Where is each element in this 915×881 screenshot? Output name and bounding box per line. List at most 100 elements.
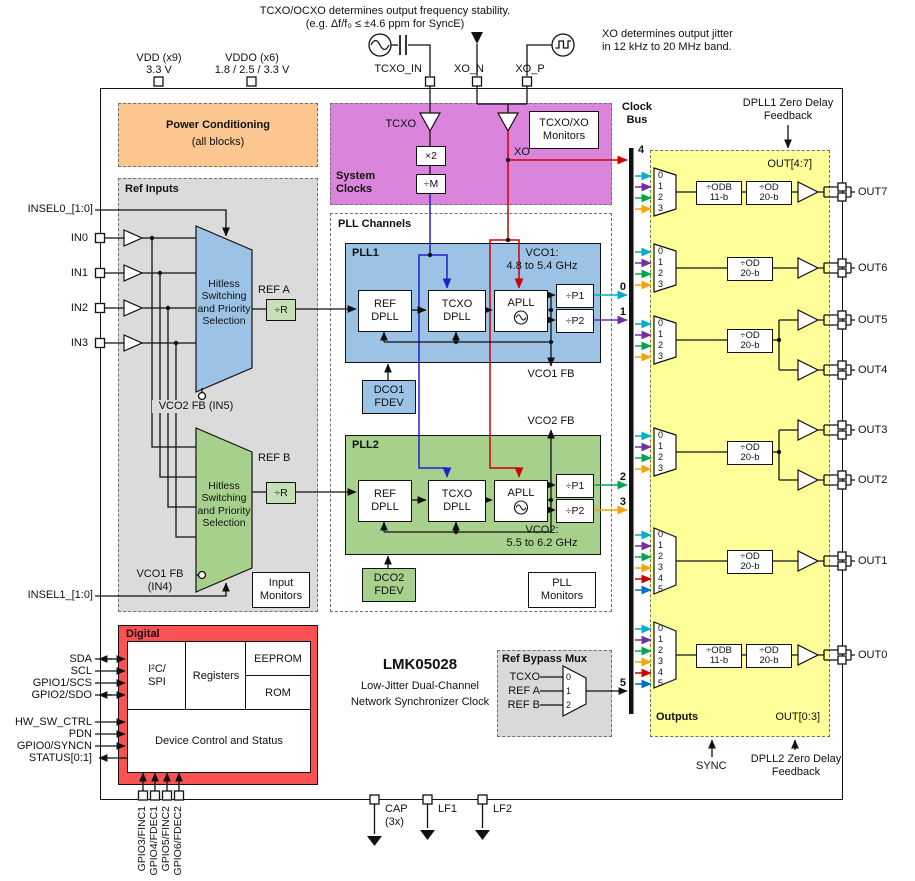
- in3-pin: [94, 337, 106, 349]
- vddo-voltage: 1.8 / 2.5 / 3.3 V: [214, 64, 290, 76]
- rom-box: ROM: [245, 675, 311, 711]
- pll1-apll-box: APLL: [494, 290, 548, 332]
- xo-p-pin: [521, 76, 533, 87]
- mux-port-label: 0: [658, 623, 664, 633]
- mux-port-label: 2: [658, 268, 664, 278]
- xo-n-label: XO_N: [454, 63, 484, 75]
- output-wiring: [635, 167, 855, 689]
- i2c-spi-box: I²C/SPI: [127, 641, 187, 711]
- gpio5-finc2-label: GPIO5/FINC2: [160, 806, 172, 872]
- outputs-title: Outputs: [656, 711, 699, 723]
- vdd-voltage: 3.3 V: [146, 64, 172, 76]
- bus-tap-4: 4: [638, 144, 645, 156]
- sync-label: SYNC: [696, 760, 727, 772]
- eeprom-box: EEPROM: [245, 641, 311, 677]
- cap-count-label: (3x): [385, 816, 404, 828]
- ref-mux1-shape: [195, 225, 253, 393]
- hw-sw-ctrl-label: HW_SW_CTRL: [14, 716, 92, 728]
- apll-sine-icon: [513, 310, 529, 325]
- vco1-fb-label: VCO1 FB: [527, 368, 575, 380]
- mux-port-label: 3: [658, 351, 664, 361]
- in1-pin: [94, 267, 106, 279]
- device-subtitle-1: Low-Jitter Dual-Channel: [361, 680, 479, 692]
- pll1-vco-range: VCO1:4.8 to 5.4 GHz: [506, 247, 578, 272]
- lf2-label: LF2: [493, 803, 512, 815]
- tcxo-note: TCXO/OCXO determines output frequency st…: [259, 5, 511, 30]
- in1-label: IN1: [70, 267, 88, 279]
- annotation-wiring: [708, 125, 799, 757]
- vdd-pin: [153, 76, 164, 87]
- ground-symbol: [475, 830, 490, 840]
- bus-tap-0: 0: [619, 281, 626, 293]
- mux-port-label: 2: [658, 192, 664, 202]
- mux-port-label: 0: [658, 529, 664, 539]
- pll2-wiring: [380, 429, 628, 568]
- mux-port-label: 2: [658, 340, 664, 350]
- x2-divider-box: ×2: [416, 146, 446, 166]
- xo-label: XO: [514, 146, 530, 158]
- power-conditioning-block: [118, 103, 318, 167]
- gpio6-pin: [173, 790, 185, 801]
- mux-port-label: 0: [658, 318, 664, 328]
- top-wiring: [153, 32, 575, 87]
- pll1-p1-divider-box: ÷P1: [556, 284, 594, 308]
- tcxo-label: TCXO: [385, 118, 416, 130]
- vco2-fb-pll-label: VCO2 FB: [527, 415, 575, 427]
- mux-port-label: 0: [658, 170, 664, 180]
- apll-sine-icon: [513, 500, 529, 515]
- out03-label: OUT[0:3]: [775, 711, 820, 723]
- pll2-p1-divider-box: ÷P1: [556, 474, 594, 498]
- mux-port-label: 3: [658, 656, 664, 666]
- out3-label: OUT3: [858, 424, 888, 436]
- digital-wiring: [95, 655, 185, 801]
- clock-bus-bar: [629, 148, 634, 714]
- mux-port-label: 1: [658, 329, 664, 339]
- out7-buffer: [797, 181, 820, 203]
- mux-port-label: 3: [658, 203, 664, 213]
- cap-pin: [369, 794, 380, 805]
- gpio5-pin: [161, 790, 173, 801]
- bus-tap-2: 2: [619, 471, 626, 483]
- tcxo-buffer-triangle: [418, 112, 442, 133]
- mux-port-label: 5: [658, 584, 664, 594]
- power-conditioning-subtitle: (all blocks): [191, 136, 245, 148]
- out2-buffer: [797, 469, 820, 491]
- in2-buffer-triangle: [123, 299, 144, 317]
- out1-label: OUT1: [858, 555, 888, 567]
- mux-port-label: 1: [658, 634, 664, 644]
- gpio3-pin: [137, 790, 149, 801]
- ref-inputs-title: Ref Inputs: [125, 183, 179, 195]
- bus-tap-3: 3: [619, 496, 626, 508]
- in0-buffer-triangle: [123, 229, 144, 247]
- ref-mux2-shape: [195, 427, 253, 593]
- pll2-p2-divider-box: ÷P2: [556, 499, 594, 523]
- out0-buffer: [797, 644, 820, 666]
- insel1-label: INSEL1_[1:0]: [27, 589, 93, 601]
- ref-bypass-refa-label: REF A: [508, 685, 540, 697]
- ref-bypass-title: Ref Bypass Mux: [502, 653, 587, 665]
- ref-bypass-wiring: [540, 665, 628, 717]
- mux-port-label: 0: [658, 430, 664, 440]
- capacitor-icon: [399, 35, 407, 55]
- xo-n-arrow: [471, 32, 483, 44]
- in3-label: IN3: [70, 337, 88, 349]
- mux-port-label: 2: [566, 700, 572, 710]
- system-clock-wiring: [418, 86, 628, 478]
- in1-buffer-triangle: [123, 264, 144, 282]
- ref-input-wiring: [94, 209, 357, 597]
- gpio6-fdec2-label: GPIO6/FDEC2: [172, 806, 184, 876]
- in2-pin: [94, 302, 106, 314]
